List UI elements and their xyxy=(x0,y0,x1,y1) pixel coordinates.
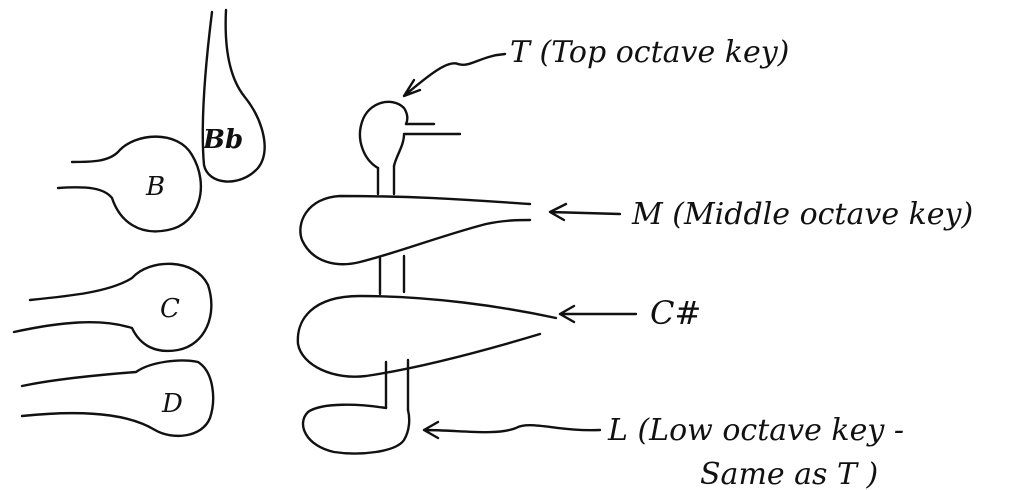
csharp-key-outline xyxy=(296,294,558,378)
bb-key-label: Bb xyxy=(202,125,243,155)
l-annotation-line1: L (Low octave key - xyxy=(607,413,904,448)
d-key-label: D xyxy=(161,389,183,419)
t-key-outline xyxy=(358,100,409,170)
t-annotation: T (Top octave key) xyxy=(510,35,789,70)
b-key-outline xyxy=(56,135,203,233)
bb-key-outline xyxy=(201,8,266,183)
b-key-label: B xyxy=(145,172,165,202)
t-arrow xyxy=(402,52,507,98)
c-key-label: C xyxy=(160,294,180,324)
d-key-outline xyxy=(20,359,215,437)
c-key-outline xyxy=(12,262,213,353)
l-arrow xyxy=(422,420,602,440)
csharp-arrow xyxy=(558,304,638,324)
t-key-prongs xyxy=(392,122,462,168)
key-stem xyxy=(376,164,410,412)
l-annotation-line2: Same as T ) xyxy=(700,457,878,490)
m-annotation: M (Middle octave key) xyxy=(631,197,973,232)
l-key-outline xyxy=(301,403,411,455)
csharp-annotation: C# xyxy=(650,294,701,332)
m-key-outline xyxy=(299,194,532,266)
m-arrow xyxy=(548,202,622,222)
